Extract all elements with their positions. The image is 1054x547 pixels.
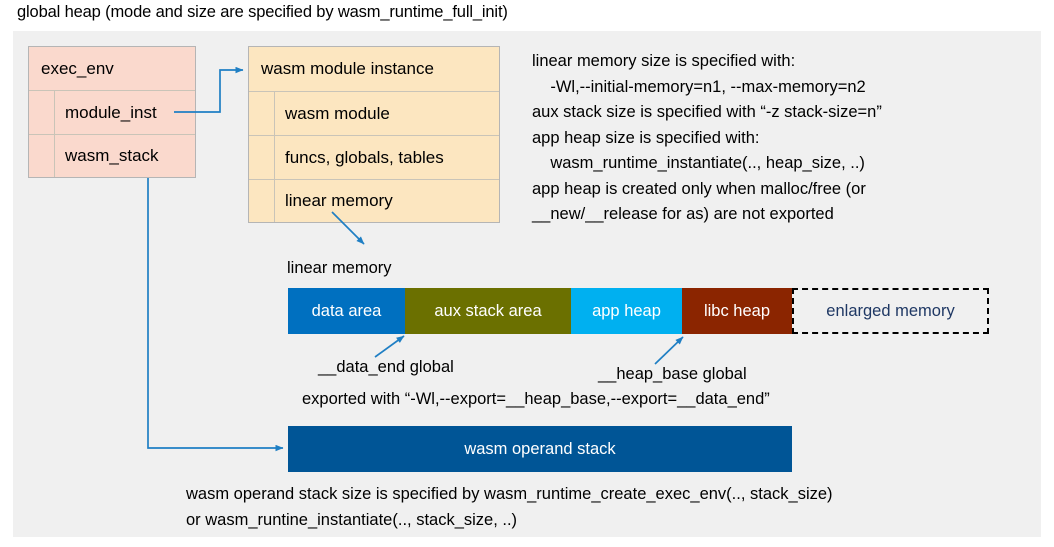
- module-instance-field-label: funcs, globals, tables: [285, 147, 444, 167]
- annotation-heap-base-global: __heap_base global: [598, 365, 747, 383]
- module-instance-header-row: wasm module instance: [249, 47, 499, 92]
- module-instance-field-linear-memory: linear memory: [249, 180, 499, 222]
- module-instance-field-funcs-globals-tables: funcs, globals, tables: [249, 136, 499, 180]
- module-instance-field-wasm-module: wasm module: [249, 92, 499, 136]
- exec-env-title: exec_env: [41, 58, 114, 78]
- exec-env-field-label: module_inst: [65, 102, 157, 122]
- module-instance-indent-gutter: [249, 180, 275, 222]
- memory-segment-aux-stack-area: aux stack area: [405, 288, 571, 334]
- page-title: global heap (mode and size are specified…: [17, 3, 508, 21]
- linear-memory-config-note: linear memory size is specified with: -W…: [532, 52, 882, 223]
- annotation-data-end-global: __data_end global: [318, 358, 454, 376]
- exec-env-header-row: exec_env: [29, 47, 195, 91]
- wasm-operand-stack-box: wasm operand stack: [288, 426, 792, 472]
- memory-segment-app-heap: app heap: [571, 288, 682, 334]
- exec-env-box: exec_env module_inst wasm_stack: [28, 46, 196, 178]
- exec-env-indent-gutter: [29, 91, 55, 134]
- exec-env-field-wasm-stack: wasm_stack: [29, 135, 195, 177]
- memory-segment-enlarged-memory: enlarged memory: [792, 288, 989, 334]
- exec-env-field-module-inst: module_inst: [29, 91, 195, 135]
- module-instance-indent-gutter: [249, 92, 275, 135]
- operand-stack-size-note: wasm operand stack size is specified by …: [186, 485, 833, 529]
- linear-memory-bar: data area aux stack area app heap libc h…: [288, 288, 989, 334]
- memory-segment-libc-heap: libc heap: [682, 288, 792, 334]
- exec-env-indent-gutter: [29, 135, 55, 177]
- module-instance-title: wasm module instance: [261, 59, 434, 78]
- exec-env-field-label: wasm_stack: [65, 146, 159, 165]
- module-instance-field-label: linear memory: [285, 191, 393, 210]
- annotation-exported-with: exported with “-Wl,--export=__heap_base,…: [302, 390, 770, 408]
- memory-segment-data-area: data area: [288, 288, 405, 334]
- linear-memory-caption: linear memory: [287, 259, 392, 277]
- wasm-module-instance-box: wasm module instance wasm module funcs, …: [248, 46, 500, 223]
- module-instance-indent-gutter: [249, 136, 275, 179]
- module-instance-field-label: wasm module: [285, 103, 390, 123]
